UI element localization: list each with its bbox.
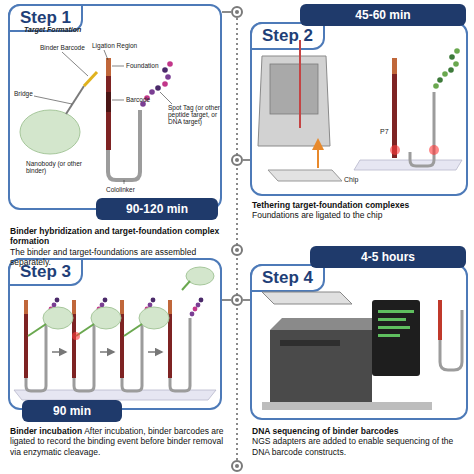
time-text: 45-60 min [355,8,410,22]
step-heading: Step 4 [250,264,325,292]
step-caption: Binder hybridization and target-foundati… [10,226,232,267]
time-badge: 4-5 hours [310,246,466,268]
part-label: Binder Barcode [40,44,100,51]
caption-heading: Tethering target-foundation complexes [252,200,470,210]
caption-heading: DNA sequencing of binder barcodes [252,426,470,436]
part-label: Nanobody (or other binder) [26,160,96,174]
step-caption: Binder incubation After incubation, bind… [10,426,232,457]
part-label: Ligation Region [92,42,152,49]
time-text: 90-120 min [126,202,188,216]
time-badge: 45-60 min [300,4,466,26]
step-caption: DNA sequencing of binder barcodesNGS ada… [252,426,470,457]
part-label: Spot Tag (or other peptide target, or DN… [168,104,220,125]
time-text: 4-5 hours [361,250,415,264]
part-label: Foundation [126,62,176,69]
caption-heading: Binder incubation [10,426,82,436]
caption-body: The binder and target-foundations are as… [10,247,232,268]
caption-heading: Binder hybridization and target-foundati… [10,226,232,247]
caption-body: Foundations are ligated to the chip [252,210,470,220]
part-label: Bridge [14,90,44,97]
part-label: Cololinker [106,186,156,193]
part-label: Barcode [126,96,166,103]
time-badge: 90 min [22,400,122,422]
step-heading: Step 2 [250,22,325,50]
part-label: P7 [380,128,394,136]
timeline [222,7,250,471]
step-caption: Tethering target-foundation complexesFou… [252,200,470,221]
caption-body: NGS adapters are added to enable sequenc… [252,436,470,457]
part-label: Chip [344,176,368,184]
time-badge: 90-120 min [96,198,218,220]
time-text: 90 min [53,404,91,418]
part-label: Target Formation [24,26,114,34]
